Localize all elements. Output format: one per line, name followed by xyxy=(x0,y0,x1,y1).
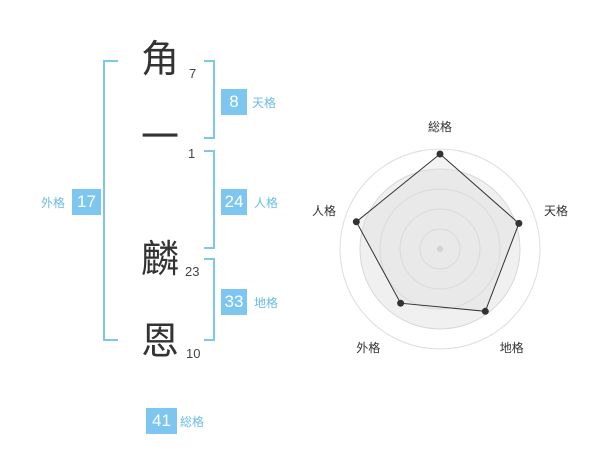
radar-series-polygon xyxy=(355,153,520,312)
radar-axis-label-1: 総格 xyxy=(428,120,453,134)
stroke-count-4: 10 xyxy=(186,346,201,361)
radar-outer-ring xyxy=(339,148,541,350)
radar-axis-label-2: 天格 xyxy=(544,204,569,219)
radar-center-dot xyxy=(437,246,443,252)
tenkaku-value: 8 xyxy=(221,89,247,115)
radar-point-5 xyxy=(352,218,360,226)
radar-ring xyxy=(419,228,461,270)
name-char-1: 角 xyxy=(141,37,180,81)
radar-point-3 xyxy=(481,307,489,315)
jinkaku-bracket xyxy=(204,150,215,249)
soukaku-value: 41 xyxy=(146,408,177,434)
chikaku-value: 33 xyxy=(221,289,247,315)
tenkaku-label: 天格 xyxy=(252,96,277,110)
soukaku-label: 総格 xyxy=(180,415,205,429)
chikaku-bracket xyxy=(204,258,215,341)
stroke-count-2: 1 xyxy=(188,146,196,161)
jinkaku-label: 人格 xyxy=(254,196,279,210)
radar-ring xyxy=(379,188,501,310)
radar-axis-label-4: 外格 xyxy=(356,340,381,355)
name-char-2: 一 xyxy=(141,115,180,159)
radar-point-2 xyxy=(515,219,523,227)
gaikaku-label: 外格 xyxy=(41,196,66,210)
name-char-3: 麟 xyxy=(141,237,180,281)
name-char-4: 恩 xyxy=(141,319,180,363)
radar-axis-label-5: 人格 xyxy=(312,204,337,219)
radar-axis-label-3: 地格 xyxy=(499,340,524,355)
stroke-count-3: 23 xyxy=(185,264,200,279)
chikaku-label: 地格 xyxy=(254,296,279,310)
gaikaku-bracket xyxy=(103,60,118,341)
radar-point-4 xyxy=(397,299,405,307)
radar-point-1 xyxy=(436,150,444,158)
tenkaku-bracket xyxy=(204,60,215,139)
radar-ring xyxy=(399,208,481,290)
jinkaku-value: 24 xyxy=(221,189,247,215)
stroke-count-1: 7 xyxy=(189,66,197,81)
gaikaku-value: 17 xyxy=(72,189,101,215)
